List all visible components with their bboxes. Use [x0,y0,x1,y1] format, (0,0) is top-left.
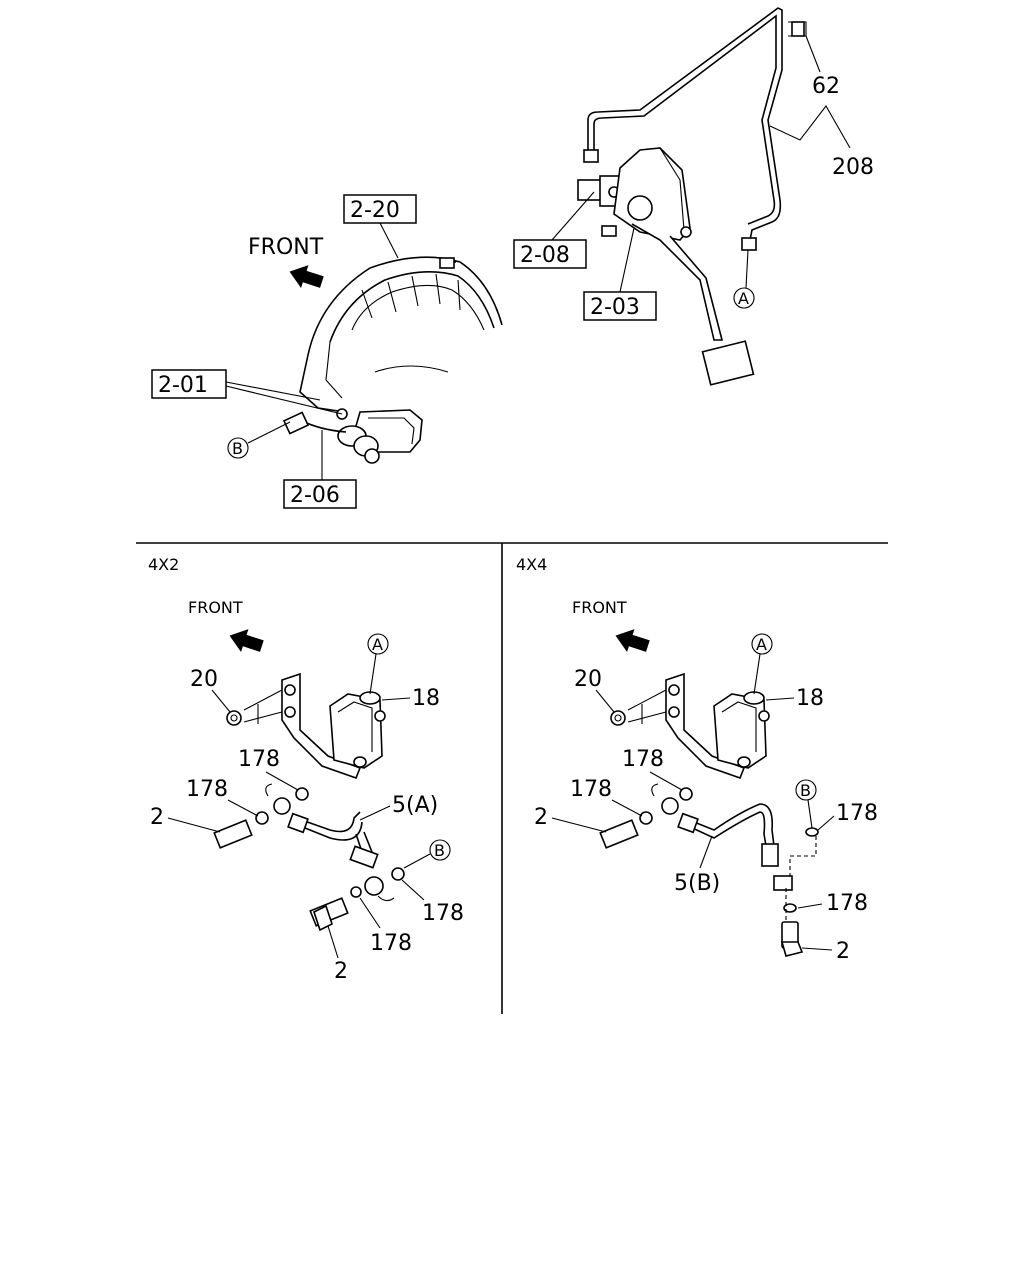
circle-marker-b-4x4 [795,779,817,801]
marker-a-4x2: A [372,635,383,654]
clutch-fitting [282,408,423,464]
front-arrow-icon [285,260,326,294]
circle-marker-a-4x4 [751,633,773,655]
part-178-d-4x4: 178 [826,891,868,916]
top-diagram: FRONT 2-20 2-0 [151,7,874,509]
part-178-b-4x2: 178 [186,777,228,802]
front-label-4x2: FRONT [188,598,243,617]
part-178-c-4x4: 178 [836,801,878,826]
ref-box-2-01 [151,369,227,399]
panel-title-4x2: 4X2 [148,555,179,574]
part-5b-4x4: 5(B) [674,871,720,896]
front-label-4x4: FRONT [572,598,627,617]
part-178-d-4x2: 178 [370,931,412,956]
ref-2-03: 2-03 [590,295,640,320]
clutch-pedal [601,147,755,386]
marker-b-4x2: B [434,841,445,860]
front-arrow-icon [225,624,266,658]
part-2-a-4x2: 2 [150,805,164,830]
panel-4x2: 4X2 FRONT [148,555,464,984]
marker-a-4x4: A [756,635,767,654]
circle-marker-b-top [227,437,249,459]
part-2-a-4x4: 2 [534,805,548,830]
ref-2-06: 2-06 [290,483,340,508]
circle-marker-b-4x2 [429,839,451,861]
part-62: 62 [812,74,840,99]
part-2-b-4x2: 2 [334,959,348,984]
part-5a-4x2: 5(A) [392,793,438,818]
part-178-a-4x2: 178 [238,747,280,772]
part-18-4x2: 18 [412,686,440,711]
part-178-a-4x4: 178 [622,747,664,772]
part-178-c-4x2: 178 [422,901,464,926]
clutch-housing [299,256,503,413]
panel-title-4x4: 4X4 [516,555,547,574]
part-20-4x4: 20 [574,667,602,692]
part-2-b-4x4: 2 [836,939,850,964]
part-178-b-4x4: 178 [570,777,612,802]
ref-box-2-08 [513,239,587,269]
ref-2-01: 2-01 [158,373,208,398]
front-arrow-icon [611,624,652,658]
circle-marker-a-4x2 [367,633,389,655]
clutch-pipe-208 [583,7,807,251]
panel-4x4: 4X4 FRONT A [516,555,878,964]
marker-b-4x4: B [800,781,811,800]
ref-box-2-03 [583,291,657,321]
marker-b-top: B [232,439,243,458]
front-label-top: FRONT [248,235,324,260]
ref-2-08: 2-08 [520,243,570,268]
marker-a-top: A [738,289,749,308]
circle-marker-a-top [733,287,755,309]
part-20-4x2: 20 [190,667,218,692]
ref-2-20: 2-20 [350,198,400,223]
part-208: 208 [832,155,874,180]
ref-box-2-06 [283,479,357,509]
part-18-4x4: 18 [796,686,824,711]
